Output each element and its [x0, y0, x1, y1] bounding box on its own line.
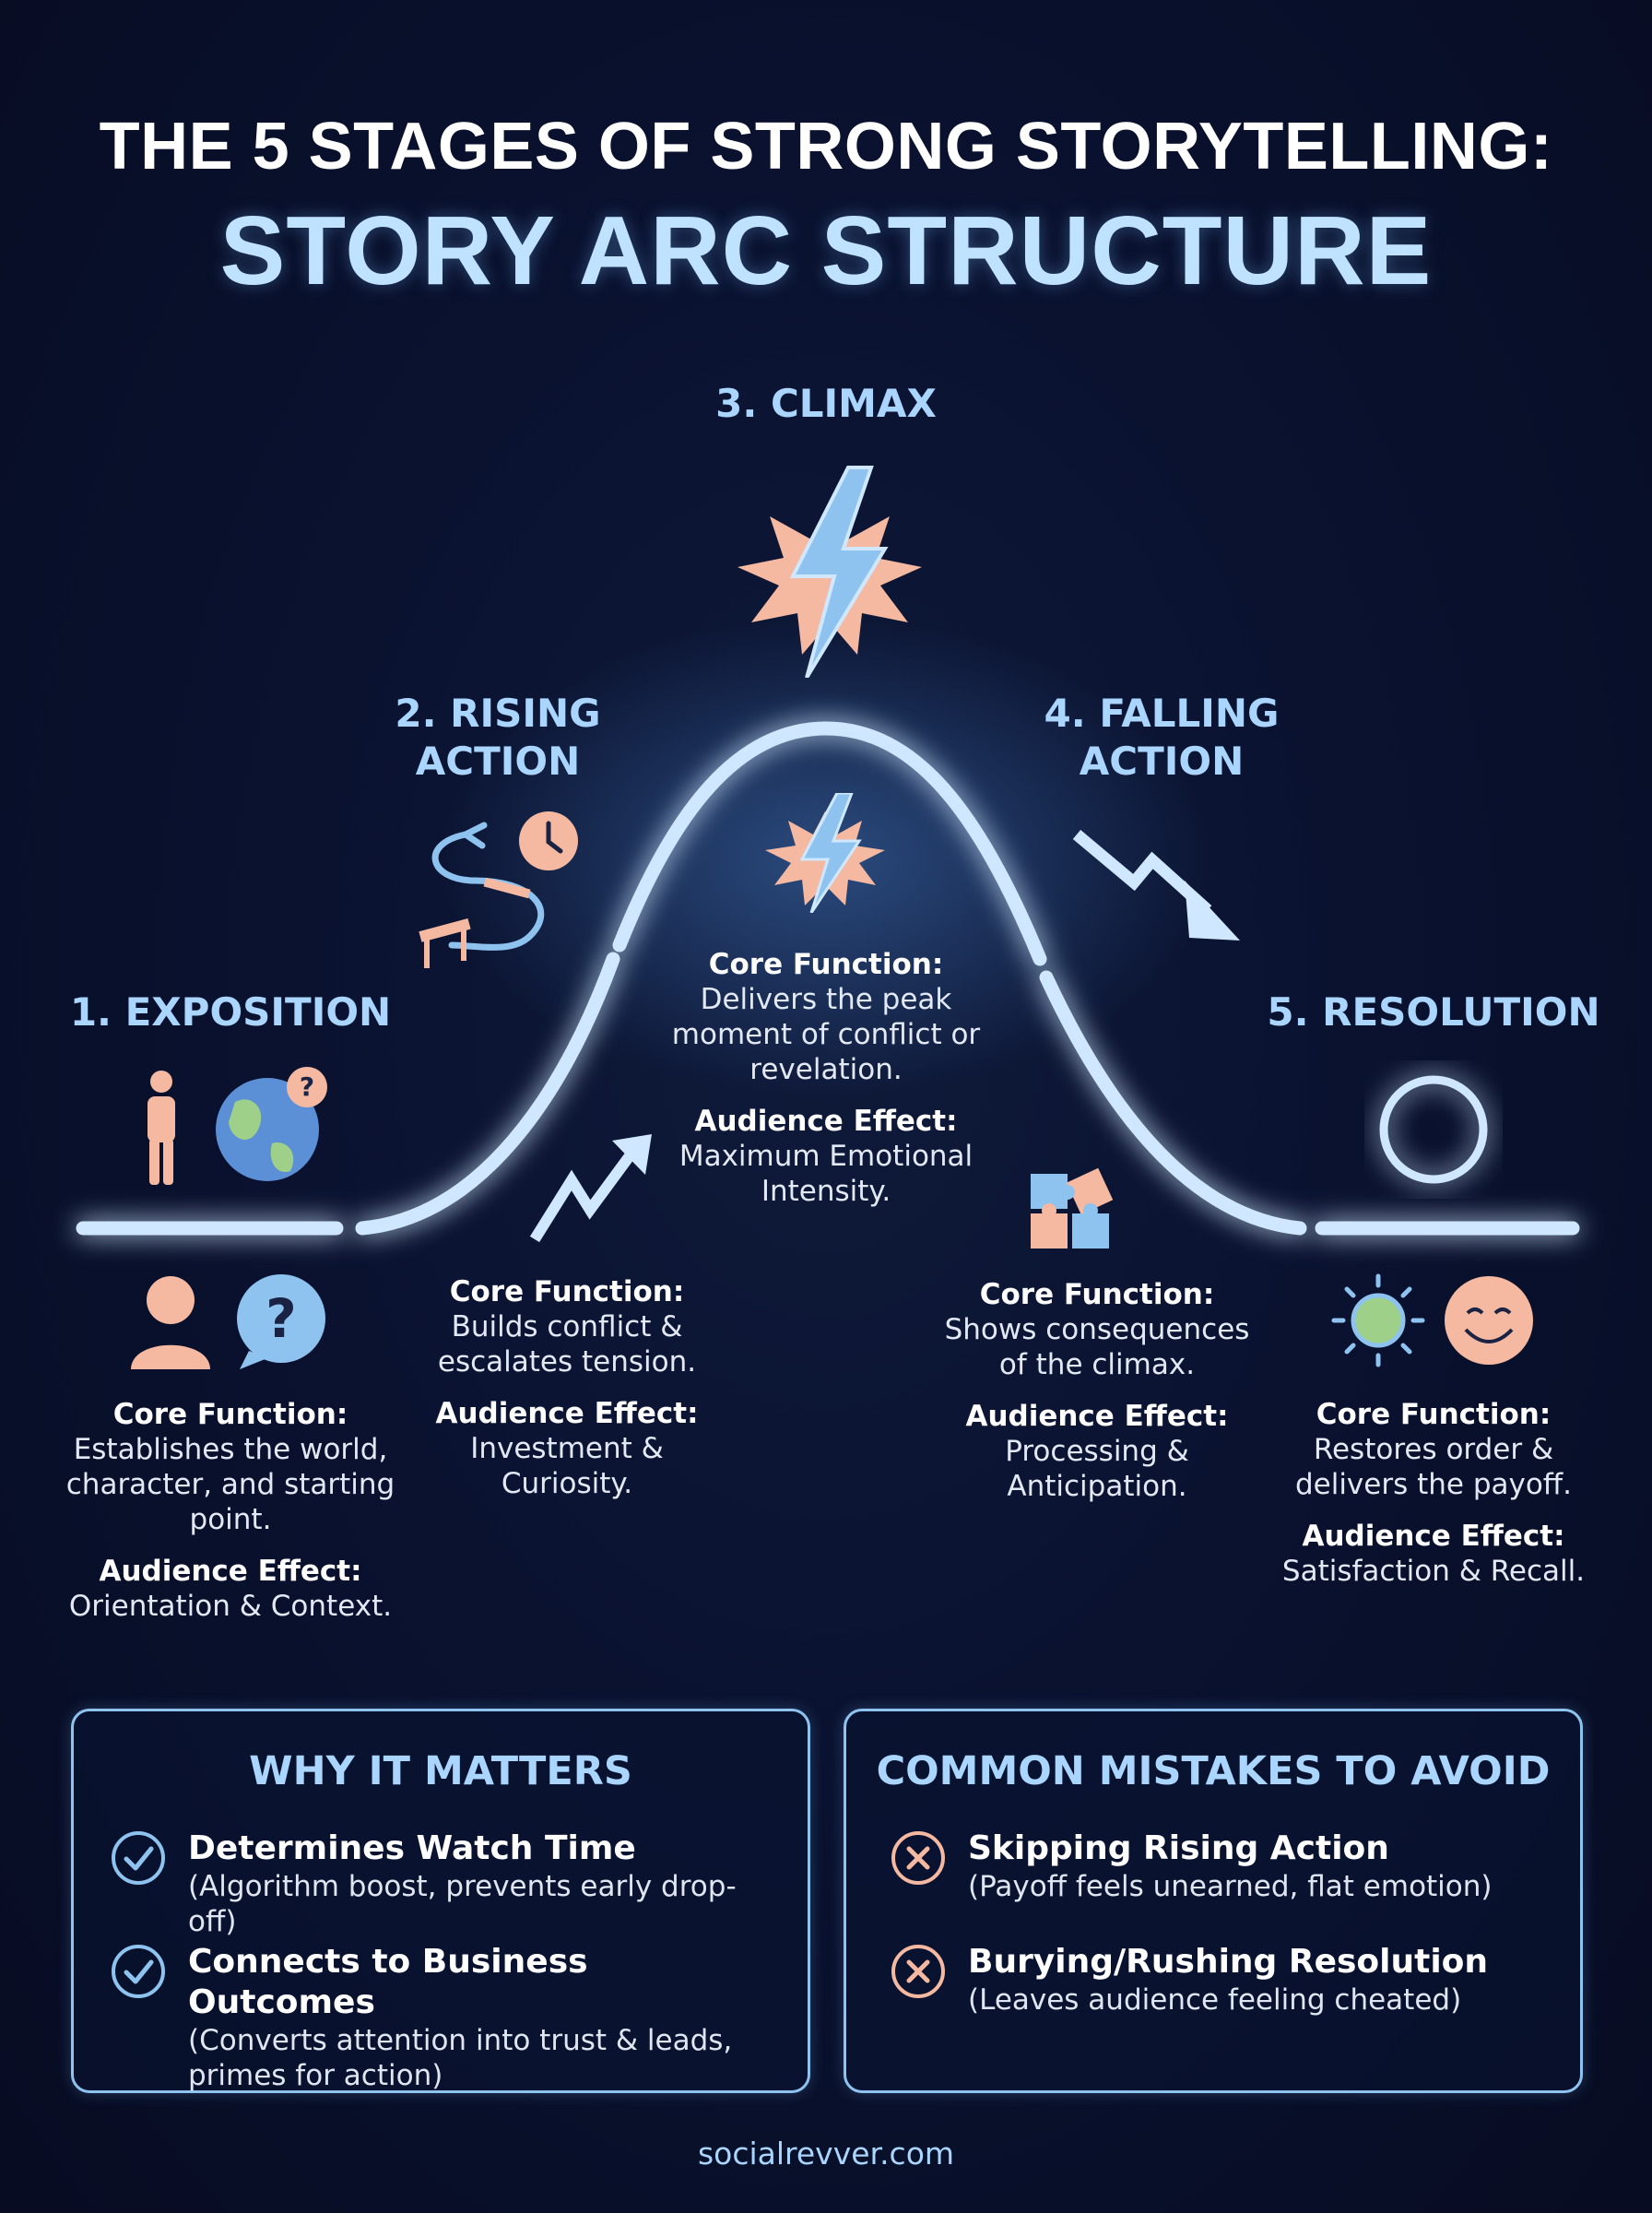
lightning-burst-icon [738, 466, 922, 678]
falling-action-info: Core Function: Shows consequences of the… [931, 1277, 1263, 1504]
arc-segment-falling [1039, 970, 1307, 1236]
user-icon [131, 1276, 210, 1369]
core-function-text: Establishes the world, character, and st… [65, 1433, 395, 1536]
stage-title-resolution: 5. RESOLUTION [1267, 989, 1600, 1035]
why-item-head: Determines Watch Time [188, 1829, 636, 1867]
check-circle-icon [112, 1945, 165, 1998]
footer-site-link[interactable]: socialrevver.com [697, 2136, 955, 2172]
exposition-bottom-icons: ? [131, 1274, 325, 1369]
exposition-top-icons: ? [148, 1067, 327, 1185]
core-function-text: Builds conflict & escalates tension. [437, 1310, 697, 1379]
x-circle-icon [891, 1831, 945, 1885]
audience-effect-text: Orientation & Context. [68, 1590, 393, 1623]
sun-icon [1331, 1273, 1425, 1367]
mistake-item-head: Burying/Rushing Resolution [968, 1943, 1489, 1981]
core-function-label: Core Function: [1316, 1398, 1552, 1431]
audience-effect-label: Audience Effect: [694, 1105, 958, 1138]
x-circle-icon [891, 1945, 945, 1998]
core-function-text: Restores order & delivers the payoff. [1294, 1433, 1573, 1501]
trend-up-arrow-icon [529, 1134, 652, 1243]
stage-title-exposition: 1. EXPOSITION [69, 989, 392, 1035]
stage-title-rising-action: 2. RISING ACTION [395, 691, 601, 784]
arc-segment-climax [612, 721, 1047, 966]
ring-icon [1379, 1075, 1488, 1184]
question-bubble-icon: ? [237, 1274, 325, 1369]
audience-effect-label: Audience Effect: [435, 1397, 699, 1430]
stage-title-climax: 3. CLIMAX [715, 381, 937, 426]
stage-title-falling-action: 4. FALLING ACTION [1044, 691, 1280, 784]
person-icon [148, 1071, 175, 1185]
rising-action-info: Core Function: Builds conflict & escalat… [410, 1274, 724, 1501]
core-function-label: Core Function: [979, 1278, 1215, 1311]
audience-effect-label: Audience Effect: [99, 1555, 362, 1588]
core-function-label: Core Function: [112, 1398, 348, 1431]
why-item-head: Connects to Business Outcomes [188, 1943, 588, 2021]
mistake-item-head: Skipping Rising Action [968, 1829, 1389, 1867]
why-item: Connects to Business Outcomes (Converts … [111, 1942, 784, 2093]
resolution-info: Core Function: Restores order & delivers… [1258, 1397, 1609, 1589]
audience-effect-text: Satisfaction & Recall. [1281, 1555, 1586, 1588]
svg-text:?: ? [266, 1287, 297, 1350]
mistake-item-sub: (Payoff feels unearned, flat emotion) [968, 1870, 1493, 1903]
arc-segment-rising [355, 952, 620, 1236]
check-circle-icon [112, 1831, 165, 1885]
core-function-label: Core Function: [449, 1275, 685, 1308]
common-mistakes-title: COMMON MISTAKES TO AVOID [876, 1748, 1551, 1794]
audience-effect-label: Audience Effect: [1302, 1520, 1565, 1553]
mistake-item-sub: (Leaves audience feeling cheated) [968, 1983, 1462, 2017]
page-subtitle: STORY ARC STRUCTURE [219, 196, 1433, 305]
audience-effect-text: Investment & Curiosity. [470, 1432, 664, 1500]
resolution-bottom-icons [1331, 1273, 1533, 1367]
why-it-matters-box: WHY IT MATTERS Determines Watch Time (Al… [71, 1709, 810, 2093]
common-mistakes-box: COMMON MISTAKES TO AVOID Skipping Rising… [844, 1709, 1583, 2093]
core-function-text: Shows consequences of the climax. [944, 1313, 1250, 1381]
audience-effect-text: Maximum Emotional Intensity. [678, 1140, 974, 1208]
climax-info: Core Function: Delivers the peak moment … [669, 947, 983, 1209]
zigzag-down-arrow-icon [1072, 830, 1240, 941]
audience-effect-label: Audience Effect: [965, 1400, 1229, 1433]
mistake-item: Skipping Rising Action (Payoff feels une… [891, 1828, 1564, 1904]
page-title: THE 5 STAGES OF STRONG STORYTELLING: [99, 110, 1553, 183]
mistake-item: Burying/Rushing Resolution (Leaves audie… [891, 1942, 1564, 2018]
lightning-burst-small-icon [765, 793, 885, 913]
smiley-icon [1445, 1276, 1533, 1365]
core-function-label: Core Function: [708, 948, 944, 981]
svg-text:?: ? [300, 1071, 314, 1102]
exposition-info: Core Function: Establishes the world, ch… [46, 1397, 415, 1624]
winding-road-clock-icon [419, 811, 578, 968]
puzzle-icon [1031, 1167, 1114, 1249]
audience-effect-text: Processing & Anticipation. [1005, 1435, 1189, 1503]
core-function-text: Delivers the peak moment of conflict or … [671, 983, 981, 1086]
why-it-matters-title: WHY IT MATTERS [249, 1748, 632, 1794]
why-item: Determines Watch Time (Algorithm boost, … [111, 1828, 784, 1939]
globe-question-icon: ? [216, 1067, 327, 1181]
why-item-sub: (Converts attention into trust & leads, … [188, 2024, 733, 2092]
why-item-sub: (Algorithm boost, prevents early drop-of… [188, 1870, 737, 1938]
